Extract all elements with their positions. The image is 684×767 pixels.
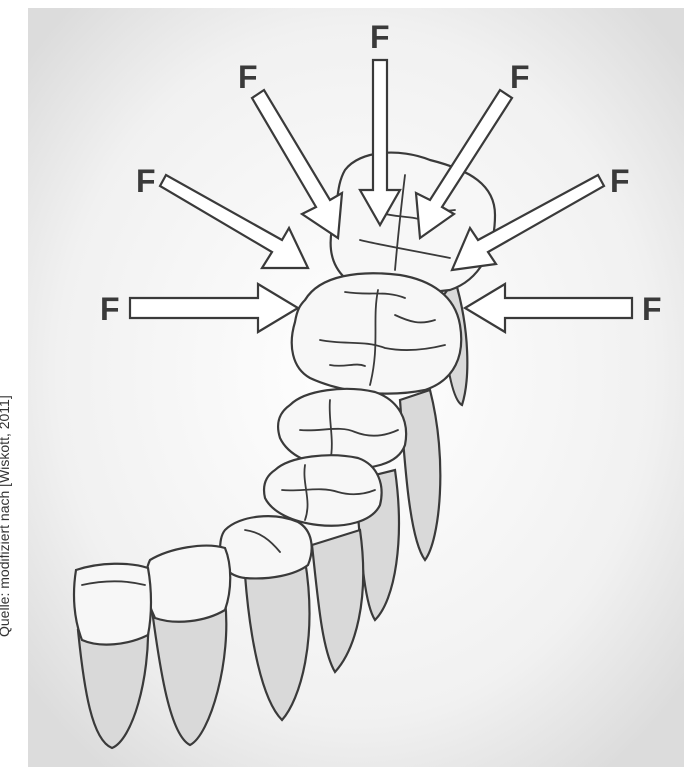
- force-label-top: F: [370, 19, 390, 55]
- source-caption: Quelle: modifiziert nach [Wiskott, 2011]: [0, 377, 16, 637]
- canine-crown: [220, 516, 312, 578]
- lateral-incisor-crown: [146, 546, 230, 622]
- force-label-upper-right: F: [510, 59, 530, 95]
- force-label-horizontal-left: F: [100, 291, 120, 327]
- force-label-upper-left: F: [238, 59, 258, 95]
- force-label-left: F: [136, 163, 156, 199]
- force-label-horizontal-right: F: [642, 291, 662, 327]
- teeth-force-diagram: F F F F F F F: [28, 8, 684, 767]
- central-incisor-crown: [74, 564, 151, 645]
- molar-1-crown: [292, 273, 461, 393]
- force-label-right: F: [610, 163, 630, 199]
